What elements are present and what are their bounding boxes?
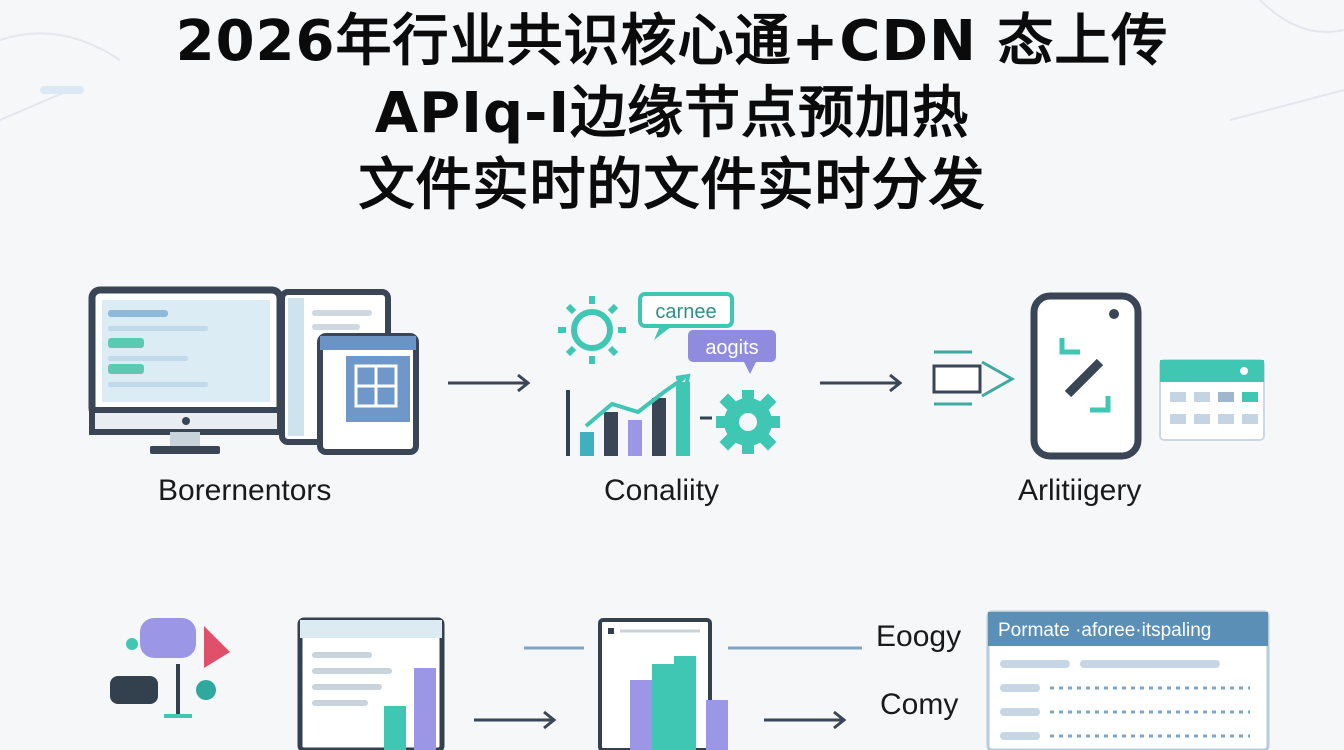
tablet-icon [1030, 292, 1142, 460]
bubble-top-text: carnee [655, 301, 716, 323]
monitor-icon [88, 286, 284, 454]
speech-bubble-bottom [688, 330, 776, 374]
row2-label-top: Eoogy [876, 620, 962, 653]
speech-bubble-top [638, 292, 734, 340]
connector-icon [110, 618, 230, 718]
title-line-1: 2026年行业共识核心通+CDN 态上传 [175, 9, 1169, 74]
bubble-bottom-text: aogits [705, 337, 758, 359]
report-panel [986, 610, 1270, 750]
browser-window-icon [297, 617, 445, 750]
arrow-icon [448, 373, 531, 393]
gear-icon [716, 390, 780, 454]
step-3-label: Arlitiigery [1018, 474, 1142, 507]
window-stack-icon [279, 289, 419, 455]
transfer-arrow-icon [932, 350, 1016, 406]
page-title: 2026年行业共识核心通+CDN 态上传 APIq-I边缘节点预加热 文件实时的… [0, 6, 1344, 222]
arrow-icon [820, 373, 903, 393]
step-1-label: Borernentors [158, 474, 332, 507]
report-panel-header: Pormate ·aforee·itspaling [998, 620, 1211, 641]
bar-chart-icon [566, 373, 712, 456]
sun-icon [558, 296, 626, 364]
chart-window-icon [598, 618, 728, 750]
step-2-label: Conaliity [604, 474, 720, 507]
calendar-grid-icon [1159, 359, 1265, 441]
arrow-icon [764, 710, 847, 730]
title-line-3: 文件实时的文件实时分发 [358, 153, 986, 218]
title-line-2: APIq-I边缘节点预加热 [374, 81, 970, 146]
arrow-icon [474, 710, 557, 730]
row2-label-bottom: Comy [880, 688, 959, 721]
